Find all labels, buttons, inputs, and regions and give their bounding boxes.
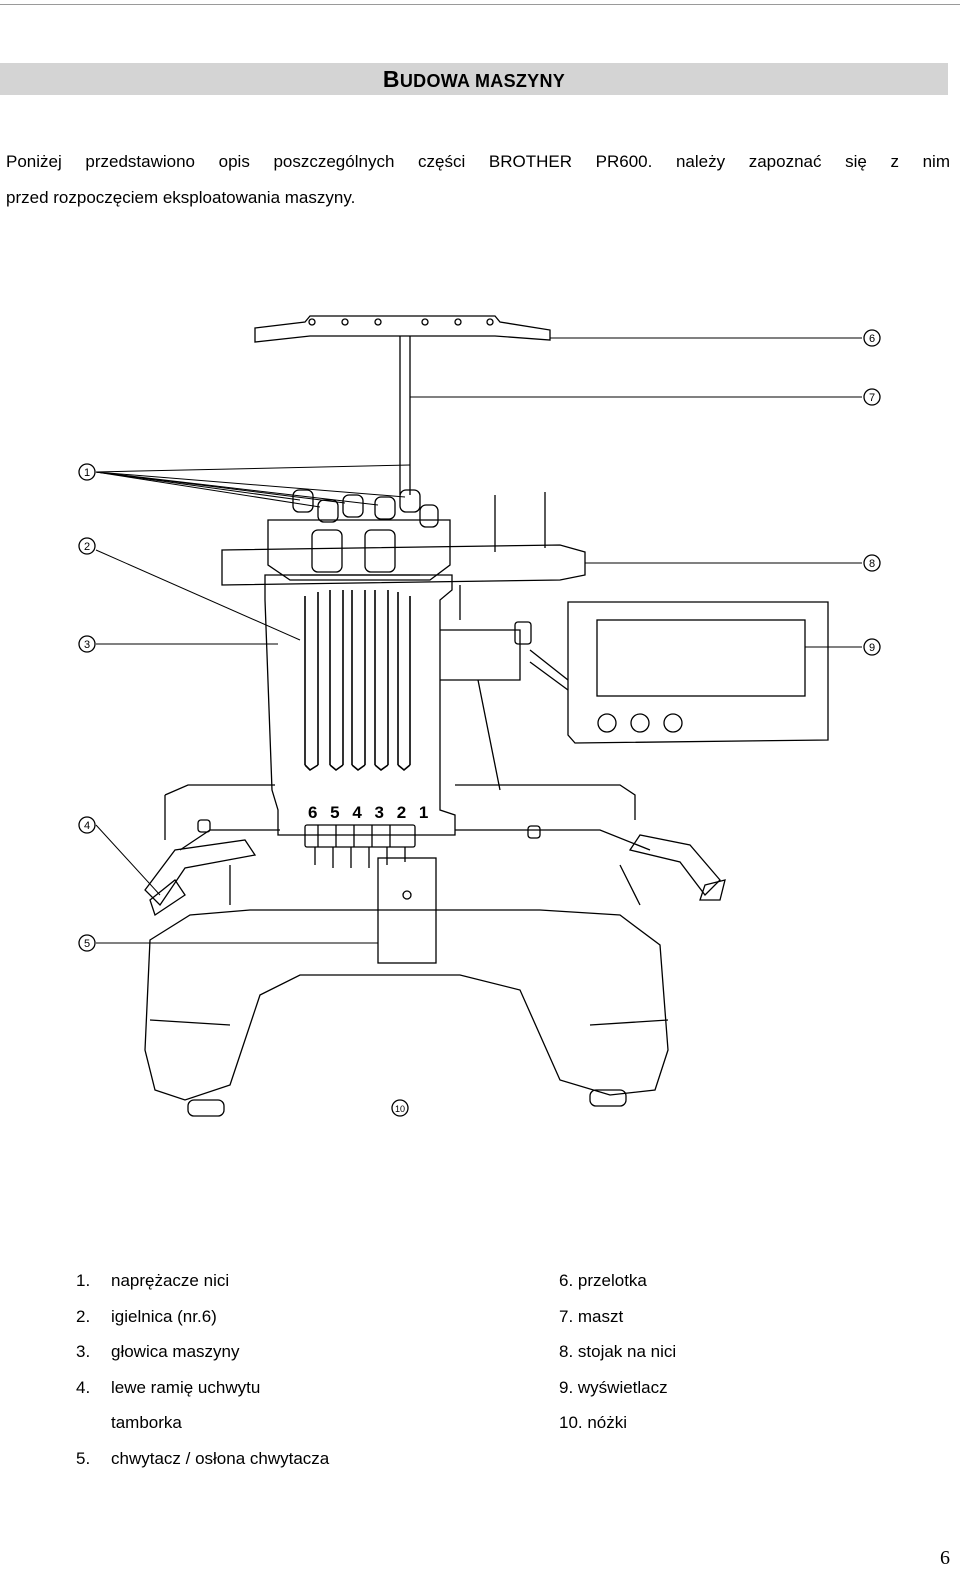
legend-right: 6. przelotka 7. maszt 8. stojak na nici … <box>559 1263 676 1441</box>
display-arm <box>440 585 569 791</box>
callout-4: 4 <box>78 816 96 834</box>
legend-item: 10. nóżki <box>559 1413 628 1432</box>
legend-item: 3.głowica maszyny <box>76 1342 240 1361</box>
callouts: 1 2 3 4 5 6 7 8 9 10 <box>78 329 881 1117</box>
callout-5: 5 <box>78 934 96 952</box>
legend-item: 9. wyświetlacz <box>559 1377 668 1397</box>
legend-item: 1.naprężacze nici <box>76 1271 230 1290</box>
legend-item: 2.igielnica (nr.6) <box>76 1306 217 1326</box>
intro-paragraph: Poniżej przedstawiono opis poszczególnyc… <box>6 144 950 216</box>
svg-text:1: 1 <box>84 467 90 479</box>
svg-text:9: 9 <box>869 642 875 654</box>
callout-2: 2 <box>78 537 96 555</box>
leader-lines <box>95 337 862 944</box>
callout-1: 1 <box>78 463 96 481</box>
legend-item-continuation: tamborka <box>111 1413 182 1432</box>
machine-head: 6 5 4 3 2 1 <box>264 574 456 868</box>
callout-7: 7 <box>863 388 881 406</box>
section-title: BUDOWA MASZYNY <box>382 65 566 92</box>
callout-8: 8 <box>863 554 881 572</box>
top-rule <box>0 4 960 5</box>
section-title-bar: BUDOWA MASZYNY <box>0 63 948 95</box>
svg-text:8: 8 <box>869 558 875 570</box>
feet <box>187 1089 627 1117</box>
legend-item: 5.chwytacz / osłona chwytacza <box>76 1448 330 1468</box>
svg-text:5: 5 <box>84 938 90 950</box>
page-number: 6 <box>940 1547 950 1569</box>
svg-text:10: 10 <box>395 1104 405 1114</box>
thread-guide <box>254 315 551 343</box>
legend-item: 7. maszt <box>559 1306 624 1326</box>
machine-diagram: 6 5 4 3 2 1 <box>78 315 881 1117</box>
svg-text:2: 2 <box>84 541 90 553</box>
svg-text:7: 7 <box>869 392 875 404</box>
intro-line-1: Poniżej przedstawiono opis poszczególnyc… <box>6 152 950 171</box>
intro-line-2: przed rozpoczęciem eksploatowania maszyn… <box>6 188 356 207</box>
legend-item: 8. stojak na nici <box>559 1342 677 1361</box>
thread-stand <box>221 492 586 586</box>
callout-9: 9 <box>863 638 881 656</box>
legend-left: 1.naprężacze nici 2.igielnica (nr.6) 3.g… <box>76 1263 329 1476</box>
callout-3: 3 <box>78 635 96 653</box>
needle-numbers: 6 5 4 3 2 1 <box>308 803 432 822</box>
legend-item: 6. przelotka <box>559 1271 647 1290</box>
callout-10: 10 <box>391 1099 409 1117</box>
svg-text:3: 3 <box>84 639 90 651</box>
display-unit <box>567 601 829 744</box>
svg-text:4: 4 <box>84 820 90 832</box>
mast <box>399 336 411 495</box>
legend-item: 4.lewe ramię uchwytu <box>76 1377 261 1397</box>
callout-6: 6 <box>863 329 881 347</box>
hoop-arms <box>144 819 726 917</box>
svg-text:6: 6 <box>869 333 875 345</box>
